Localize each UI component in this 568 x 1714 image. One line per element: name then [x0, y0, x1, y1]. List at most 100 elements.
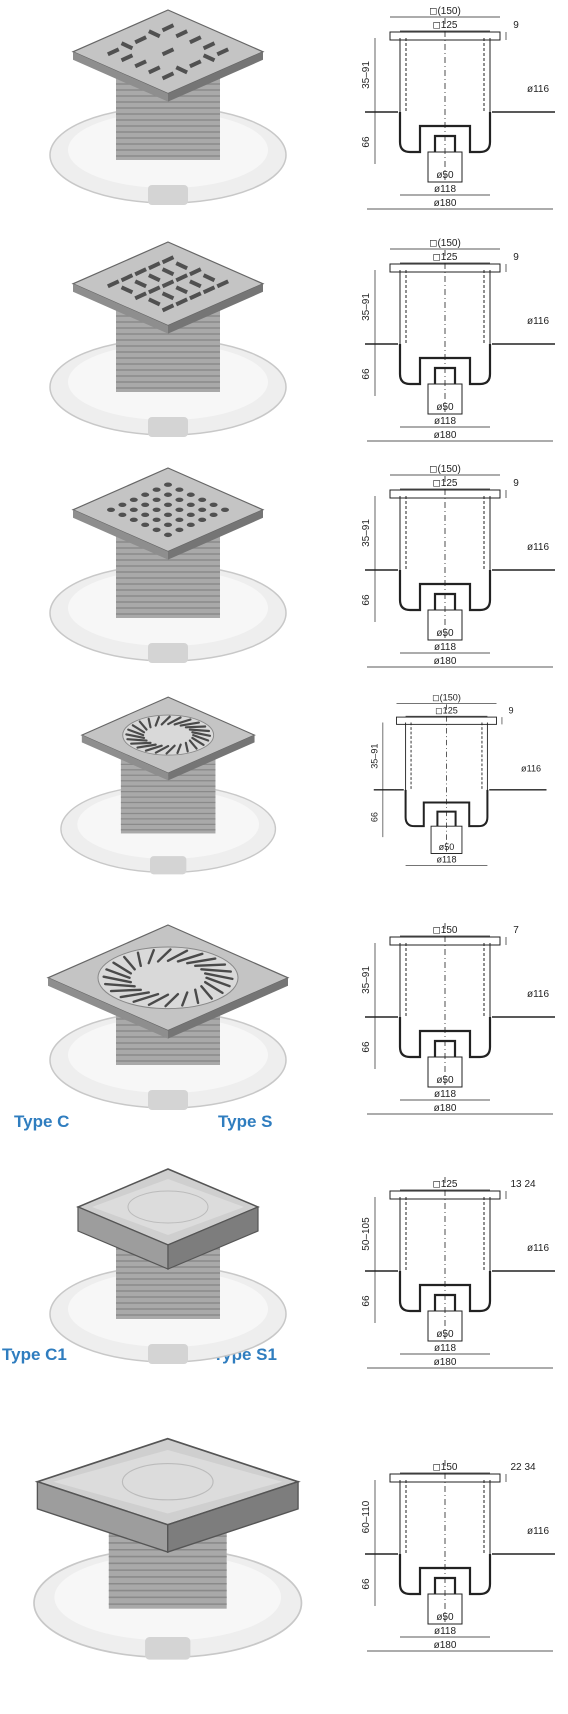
swirl-slot — [131, 724, 146, 734]
grate-slot — [189, 267, 202, 277]
swirl-slot — [200, 985, 213, 1000]
dim-body-label: 66 — [361, 136, 372, 148]
grate-hole — [175, 507, 184, 512]
grate-slot — [148, 65, 161, 75]
grate-hole — [164, 522, 172, 528]
grate-edge-left — [81, 735, 169, 781]
grate-slot — [216, 47, 230, 57]
dim-d1-label: ø50 — [436, 170, 454, 181]
dim-d2-label: ø118 — [434, 1089, 456, 1100]
dim-body-label: 66 — [361, 1578, 372, 1590]
swirl-slot — [144, 744, 163, 752]
grate-hole — [118, 502, 127, 507]
dim-d1-label: ø50 — [436, 1612, 454, 1623]
swirl-slot — [109, 988, 142, 993]
grate-slot — [161, 291, 175, 301]
swirl-slot — [186, 957, 217, 965]
drain-illustration — [49, 467, 287, 663]
dim-d2-label: ø118 — [434, 416, 456, 427]
grate-slot — [106, 47, 120, 57]
cross-section-drawing — [365, 1460, 555, 1625]
swirl-slot — [191, 731, 212, 737]
swirl-slot — [160, 715, 171, 726]
grate-slot — [175, 273, 188, 283]
dim-outer-label: ◻(150) — [429, 464, 461, 475]
swirl-slot — [176, 743, 182, 755]
grate-hole — [152, 497, 161, 502]
drain-illustration — [49, 9, 287, 205]
swirl-slot — [123, 955, 136, 971]
grate-hole — [186, 502, 195, 507]
swirl-slot — [154, 745, 170, 754]
dim-d3-label: ø180 — [434, 198, 457, 209]
dim-d2-label: ø118 — [434, 1626, 456, 1637]
dim-flange2-label: 34 — [524, 1462, 536, 1473]
cross-section-drawing — [365, 923, 555, 1088]
dim-flange-label: 22 — [510, 1462, 522, 1473]
dim-body-label: 66 — [369, 812, 379, 822]
dim-outlet-label: ø116 — [527, 1526, 549, 1537]
grate-edge-right — [168, 509, 263, 560]
dim-d3-label: ø180 — [434, 1357, 457, 1368]
swirl-slot — [203, 972, 234, 981]
grate-hole — [209, 512, 218, 518]
swirl-slot — [173, 718, 192, 726]
grate-slot — [161, 267, 175, 277]
grate-slot — [161, 71, 175, 81]
grate-slot — [175, 65, 188, 75]
grate-pattern-square-pattern — [106, 23, 230, 81]
grate-hole — [141, 522, 150, 528]
grate-slot — [175, 261, 188, 271]
dim-d1-label: ø50 — [436, 1329, 454, 1340]
swirl-slot — [112, 961, 133, 975]
grate-plate — [71, 467, 265, 553]
grate-slot — [202, 41, 216, 51]
grate-slot — [120, 285, 134, 295]
grate-slot — [161, 303, 175, 313]
swirl-slot — [125, 733, 146, 740]
dim-d3-label: ø180 — [434, 430, 457, 441]
swirl-slot — [102, 975, 133, 984]
dim-outer-label: ◻(150) — [432, 693, 461, 703]
tile-tray-inner — [92, 1179, 244, 1235]
dim-inner-label: ◻125 — [433, 478, 458, 489]
swirl-slot — [127, 728, 145, 737]
cross-section-drawing — [365, 18, 555, 183]
product-image — [60, 696, 277, 875]
grate-slot — [202, 273, 216, 283]
grate-slot — [175, 285, 188, 295]
dim-outlet-label: ø116 — [527, 989, 549, 1000]
dim-d1-label: ø50 — [436, 402, 454, 413]
swirl-slot — [181, 991, 189, 1007]
siphon-bell — [433, 1293, 457, 1311]
drain-illustration — [60, 696, 277, 875]
grate-slot — [134, 35, 147, 45]
grate-hole — [129, 507, 138, 512]
grate-slot — [189, 279, 202, 289]
swirl-slot — [203, 980, 224, 995]
grate-edge-right — [168, 977, 288, 1039]
grate-slot — [106, 279, 120, 289]
dim-d1-label: ø50 — [436, 628, 454, 639]
siphon — [398, 570, 492, 612]
dim-outlet-label: ø116 — [527, 542, 549, 553]
grate-circle — [122, 714, 215, 756]
siphon-bell — [436, 810, 457, 827]
swirl-slot — [191, 736, 205, 746]
outlet-pipe — [148, 417, 188, 437]
grate-hole — [164, 532, 172, 538]
siphon — [404, 789, 489, 828]
grate-slot — [148, 29, 161, 39]
dim-flange-label: 9 — [513, 20, 519, 31]
swirl-slot — [184, 741, 189, 753]
dim-flange-label: 7 — [513, 925, 519, 936]
grate-slot — [161, 47, 175, 57]
swirl-slot — [205, 976, 231, 988]
swirl-slot — [192, 733, 210, 742]
dim-inner-label: ◻125 — [433, 20, 458, 31]
dim-d2-label: ø118 — [434, 642, 456, 653]
